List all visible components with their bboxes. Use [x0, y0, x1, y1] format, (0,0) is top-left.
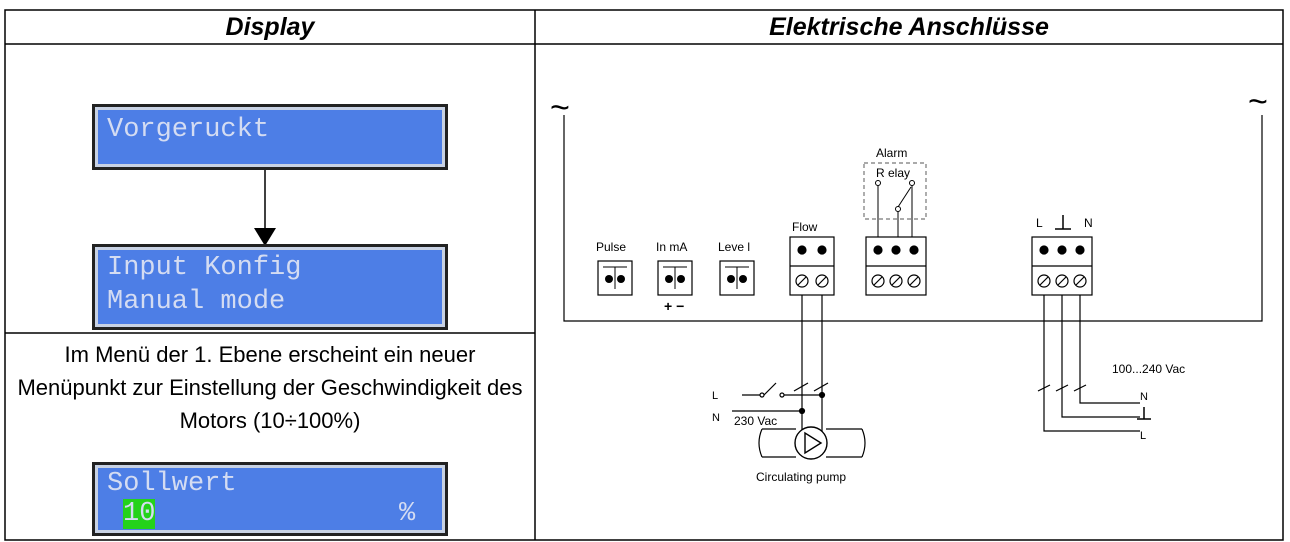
relay-label: R elay [876, 166, 910, 180]
level-terminal [719, 260, 755, 296]
pulse-label: Pulse [596, 240, 626, 254]
lcd-line: Vorgeruckt [107, 115, 270, 145]
pump-n-label: N [712, 412, 720, 424]
circulating-pump-label: Circulating pump [756, 470, 846, 484]
lcd-line: Input Konfig [107, 253, 302, 283]
menu-description: Im Menü der 1. Ebene erscheint ein neuer… [17, 342, 523, 433]
tilde-left: ~ [550, 89, 570, 127]
lcd-display-input-config: Input Konfig Manual mode [92, 244, 448, 330]
relay-dashed-box [863, 162, 927, 220]
pump-voltage-label: 230 Vac [734, 414, 777, 428]
supply-l-label: L [1140, 430, 1146, 442]
pulse-terminal [597, 260, 633, 296]
lcd-line: Sollwert [107, 469, 237, 499]
supply-voltage-label: 100...240 Vac [1112, 362, 1185, 376]
power-terminal-block [1031, 236, 1093, 296]
electrical-connections-header: Elektrische Anschlüsse [769, 13, 1049, 41]
menu-flow-arrow [254, 170, 276, 246]
tilde-right: ~ [1248, 83, 1268, 121]
display-column-header: Display [225, 13, 315, 41]
supply-n-label: N [1140, 391, 1148, 403]
ground-symbol-terminal [1055, 215, 1071, 230]
in-ma-label: In mA [656, 240, 687, 254]
alarm-label: Alarm [876, 146, 907, 160]
power-n-label: N [1084, 216, 1093, 230]
lcd-display-advanced: Vorgeruckt [92, 104, 448, 170]
flow-terminal-block [789, 236, 835, 296]
in-ma-terminal [657, 260, 693, 296]
pump-l-label: L [712, 390, 718, 402]
setpoint-value: 10 [123, 499, 156, 529]
supply-wires [1037, 295, 1140, 432]
lcd-line: Manual mode [107, 287, 286, 317]
wiring-diagram: ~ ~ Pulse In mA + − Leve l Flow Alarm R … [550, 83, 1268, 484]
level-label: Leve l [718, 240, 750, 254]
polarity-label: + − [664, 298, 684, 314]
flow-label: Flow [792, 220, 818, 234]
lcd-display-setpoint: Sollwert 10 % [92, 462, 448, 536]
supply-ground-symbol [1137, 407, 1151, 420]
relay-terminal-block [865, 236, 927, 296]
setpoint-unit: % [399, 499, 416, 529]
circulating-pump-symbol [794, 426, 828, 460]
power-l-label: L [1036, 216, 1043, 230]
pump-wires [732, 295, 866, 458]
enclosure-outline [563, 115, 1263, 322]
